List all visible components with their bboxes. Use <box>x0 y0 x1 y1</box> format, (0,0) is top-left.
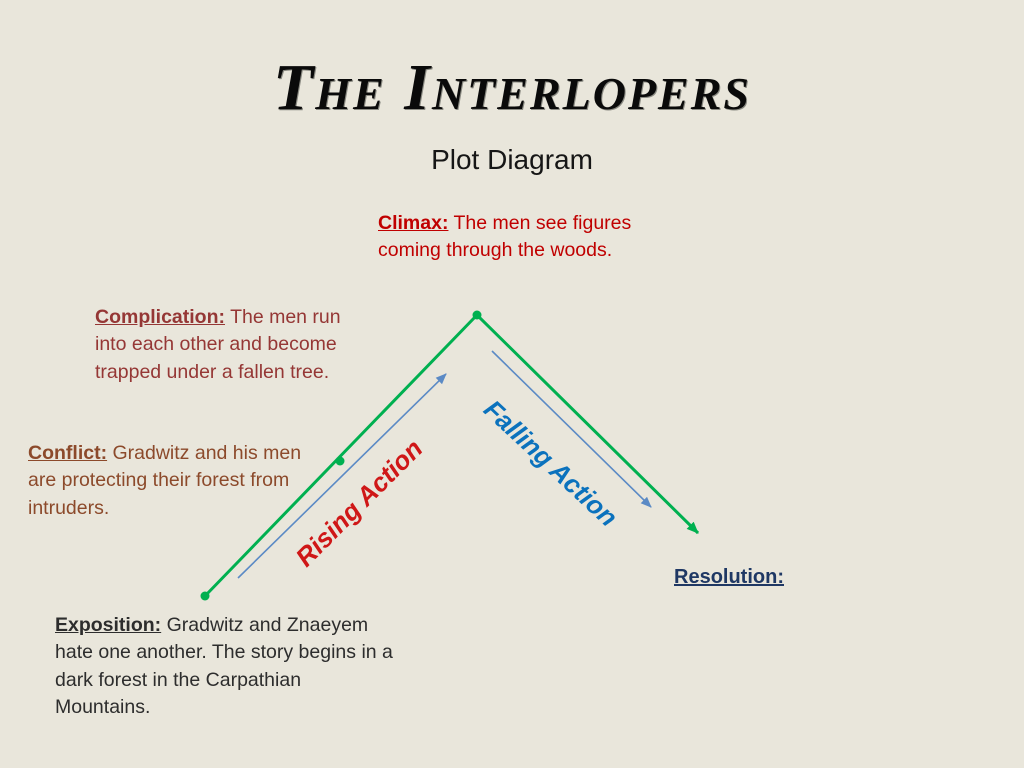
exposition-text: Gradwitz and Znaeyem hate one another. T… <box>55 614 393 718</box>
resolution-note: Resolution: <box>674 563 874 591</box>
exposition-note: Exposition: Gradwitz and Znaeyem hate on… <box>55 612 400 721</box>
climax-note: Climax: The men see figures coming throu… <box>378 210 643 265</box>
slide-title: The Interlopers <box>272 51 751 124</box>
complication-label: Complication: <box>95 306 225 328</box>
climax-label: Climax: <box>378 212 449 234</box>
rising-action-arrow <box>237 373 447 579</box>
exposition-point <box>200 591 210 601</box>
conflict-note: Conflict: Gradwitz and his men are prote… <box>28 440 328 522</box>
falling-action-arrow <box>491 350 652 508</box>
climax-point <box>472 310 482 320</box>
conflict-label: Conflict: <box>28 442 108 464</box>
climax-text: The men see figures coming through the w… <box>378 212 632 262</box>
conflict-text: Gradwitz and his men are protecting thei… <box>28 442 302 519</box>
slide-subtitle: Plot Diagram <box>431 144 593 175</box>
exposition-label: Exposition: <box>55 614 162 636</box>
complication-note: Complication: The men run into each othe… <box>95 304 370 386</box>
conflict-point <box>335 456 345 466</box>
complication-text: The men run into each other and become t… <box>95 306 341 383</box>
resolution-label: Resolution: <box>674 566 784 588</box>
